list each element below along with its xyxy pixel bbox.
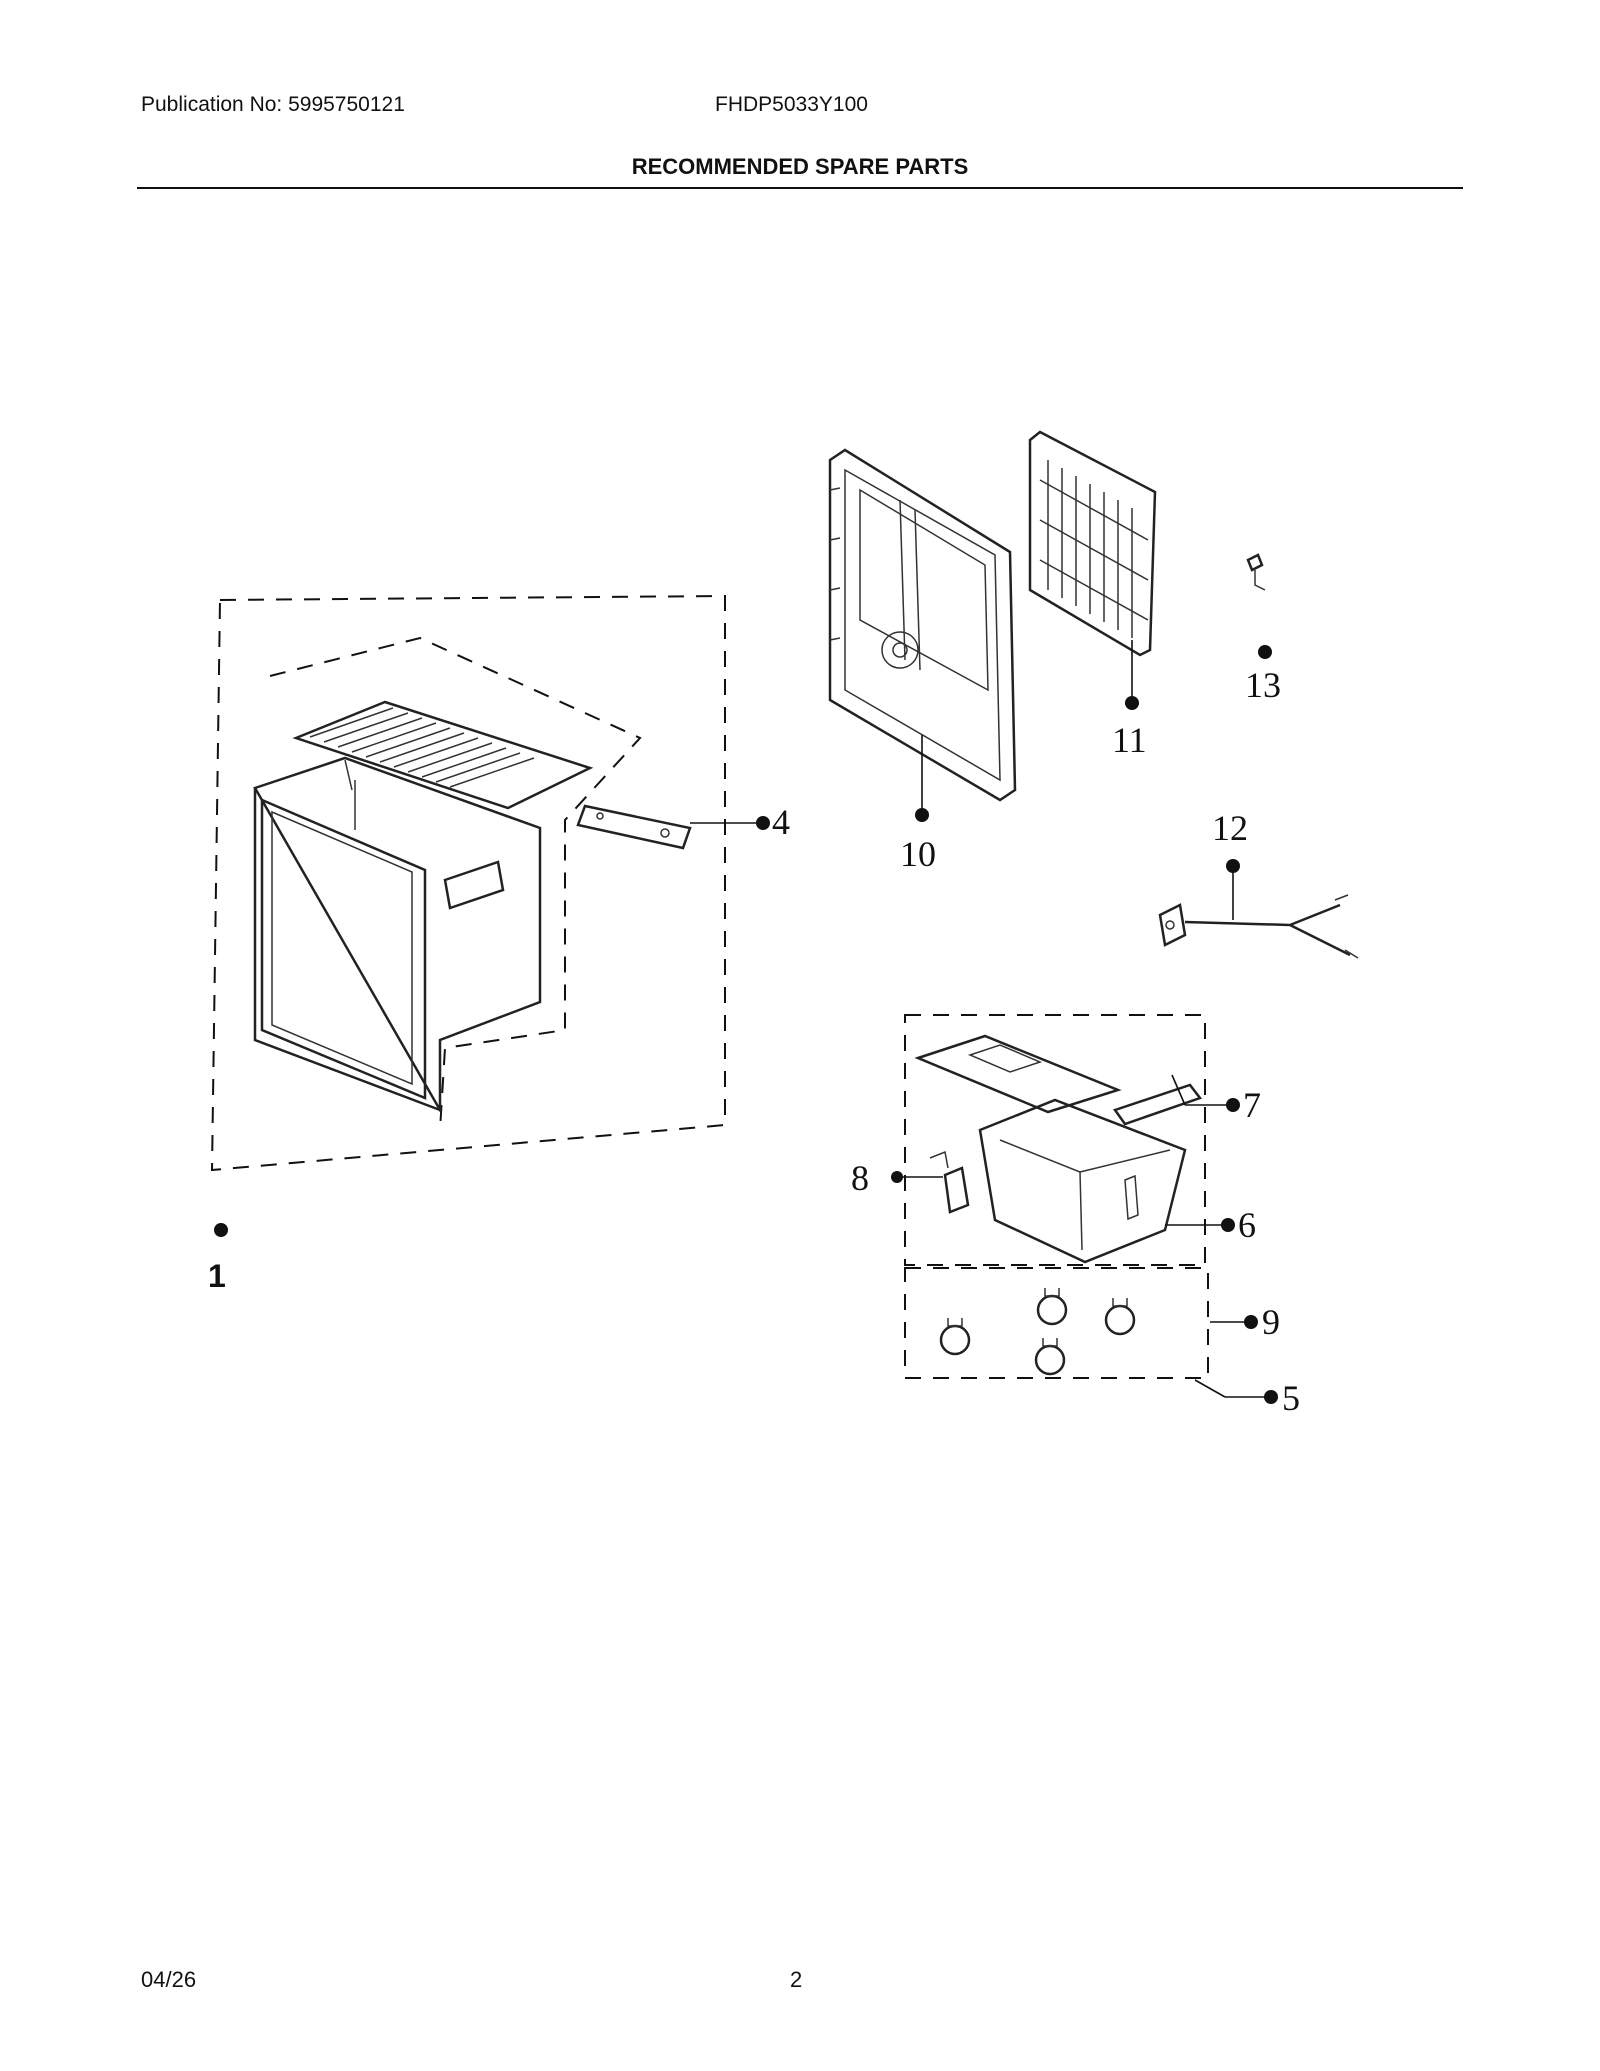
callout-5: 5 [1282, 1378, 1300, 1418]
footer-page-number: 2 [790, 1967, 803, 1992]
callout-1: 1 [208, 1258, 226, 1294]
page-title: RECOMMENDED SPARE PARTS [631, 154, 969, 179]
callout-6: 6 [1238, 1205, 1256, 1245]
callout-11: 11 [1112, 720, 1147, 760]
callout-7: 7 [1243, 1085, 1261, 1125]
footer-date: 04/26 [141, 1967, 197, 1992]
power-cord-part [1158, 894, 1359, 959]
callout-10: 10 [900, 834, 936, 874]
filter-grille-part [1028, 430, 1157, 657]
header-rule [137, 187, 1463, 189]
cabinet-assembly-group [210, 594, 726, 1172]
callout-4: 4 [772, 802, 790, 842]
model-number: FHDP5033Y100 [715, 93, 868, 116]
callout-9: 9 [1262, 1302, 1280, 1342]
callout-12: 12 [1212, 808, 1248, 848]
sensor-part [1246, 553, 1266, 591]
base-assembly-group [904, 1014, 1209, 1379]
rear-panel-part [828, 448, 1017, 802]
caster-wheels [939, 1288, 1136, 1376]
publication-number: Publication No: 5995750121 [141, 93, 405, 116]
callout-8: 8 [851, 1158, 869, 1198]
callout-13: 13 [1245, 665, 1281, 705]
